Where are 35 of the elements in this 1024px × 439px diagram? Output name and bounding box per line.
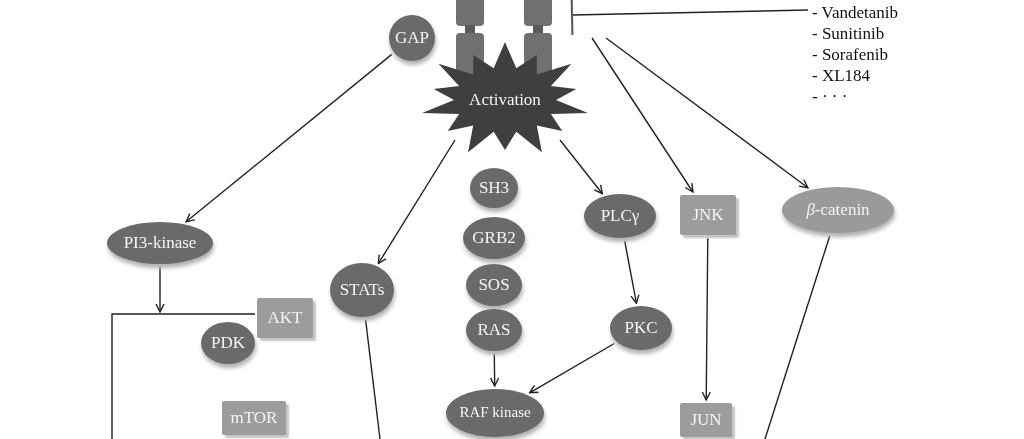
- arrow: [591, 37, 694, 193]
- connector-line: [111, 313, 256, 439]
- protein-box: AKT: [257, 298, 313, 338]
- arrow: [624, 240, 640, 304]
- protein-ellipse: PDK: [201, 322, 255, 364]
- protein-ellipse: RAF kinase: [446, 389, 544, 437]
- protein-ellipse: PKC: [610, 306, 672, 350]
- protein-ellipse: SOS: [466, 264, 522, 306]
- arrow: [185, 53, 393, 223]
- protein-box: JNK: [680, 195, 736, 235]
- drug-name: - Sunitinib: [812, 23, 886, 44]
- drug-name: - Sorafenib: [812, 44, 889, 65]
- arrow: [528, 342, 615, 394]
- arrow: [559, 139, 604, 195]
- node-label: Activation: [469, 90, 541, 110]
- protein-ellipse: GAP: [389, 15, 435, 61]
- protein-ellipse: GRB2: [463, 217, 525, 259]
- protein-ellipse: β-catenin: [782, 187, 894, 233]
- protein-ellipse: RAS: [466, 309, 522, 351]
- protein-ellipse: STATs: [330, 263, 394, 317]
- drug-name: - Vandetanib: [812, 2, 899, 23]
- protein-box: JUN: [680, 403, 732, 437]
- connector-line: [364, 319, 381, 439]
- arrow: [489, 353, 500, 387]
- protein-box: mTOR: [222, 401, 286, 435]
- connector-line: [764, 235, 831, 439]
- drug-name: - XL184: [812, 65, 872, 86]
- drug-name: - · · ·: [812, 86, 849, 107]
- protein-ellipse: SH3: [470, 168, 518, 208]
- arrow: [605, 37, 809, 189]
- arrow: [701, 237, 711, 401]
- arrow: [155, 266, 165, 313]
- protein-ellipse: PI3-kinase: [107, 222, 213, 264]
- inhibition-line: [570, 0, 809, 36]
- protein-ellipse: PLCγ: [584, 194, 656, 238]
